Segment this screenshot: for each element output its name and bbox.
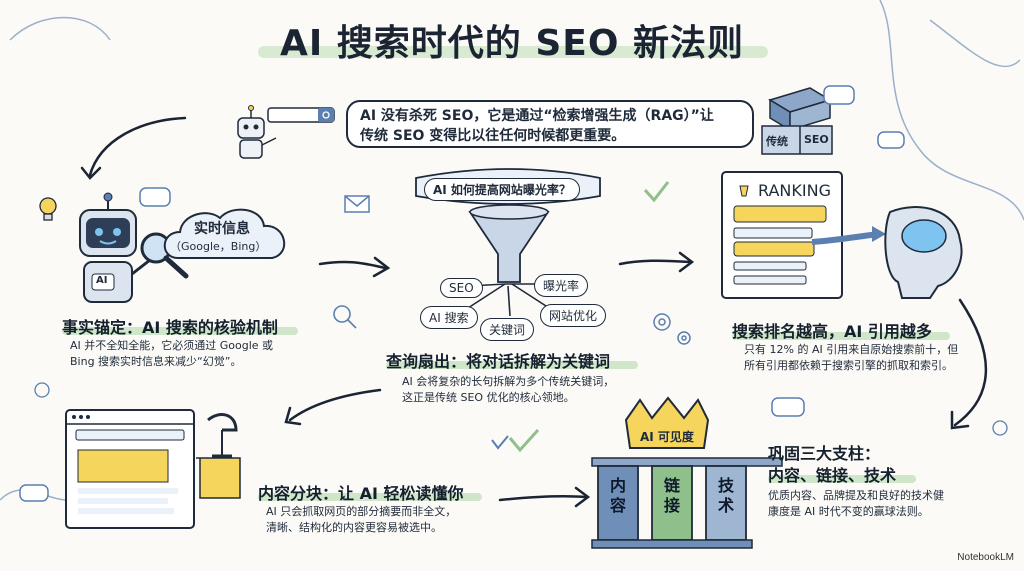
sec4-body-2: 清晰、结构化的内容更容易被选中。 xyxy=(266,521,442,534)
sec1-cloud-shape xyxy=(163,208,286,259)
kw-seo: SEO xyxy=(440,278,483,298)
pillar-tech: 技术 xyxy=(718,476,735,515)
sec1-body-2: Bing 搜索实时信息来减少“幻觉”。 xyxy=(70,355,242,368)
gear-icons xyxy=(653,313,691,345)
sec1-heading: 事实锚定：AI 搜索的核验机制 xyxy=(62,318,278,337)
sec1-heading-highlight xyxy=(62,327,298,335)
chat-bubble-icons xyxy=(19,85,905,502)
cloud-title: 实时信息 xyxy=(194,221,250,237)
arrow-intro-to-sec1 xyxy=(88,116,187,177)
kw-exposure: 曝光率 xyxy=(534,274,589,297)
sec4-heading-highlight xyxy=(258,493,482,501)
ranking-label: RANKING xyxy=(758,181,831,200)
sec3-heading: 搜索排名越高，AI 引用越多 xyxy=(732,322,932,341)
intro-line-2: 传统 SEO 变得比以往任何时候都更重要。 xyxy=(360,128,626,144)
corner-swirl-tl xyxy=(9,16,111,41)
cloud-subtitle: （Google，Bing） xyxy=(170,240,267,253)
sec3-heading-highlight xyxy=(732,332,950,340)
sec5-body-1: 优质内容、品牌提及和良好的技术健 xyxy=(768,489,944,502)
sec3-ranking-illustration xyxy=(721,171,963,299)
envelope-icon xyxy=(344,195,370,213)
arrow-sec2-to-sec3 xyxy=(618,259,692,266)
sec5-body-2: 康度是 AI 时代不变的赢球法则。 xyxy=(768,505,929,518)
arrow-sec3-to-sec5 xyxy=(953,298,988,427)
sec1-body-1: AI 并不全知全能，它必须通过 Google 或 xyxy=(70,339,274,352)
pillar-content: 内容 xyxy=(610,476,627,515)
corner-swirl-tr xyxy=(929,19,1021,68)
intro-callout: AI 没有杀死 SEO，它是通过“检索增强生成（RAG）”让 传统 SEO 变得… xyxy=(346,100,754,148)
sec5-pillars-illustration xyxy=(591,396,783,549)
page-title: AI 搜索时代的 SEO 新法则 xyxy=(280,23,744,64)
robot-badge: AI xyxy=(96,275,108,286)
arrow-sec2-to-sec4 xyxy=(288,388,382,422)
seo-label: SEO xyxy=(804,133,829,146)
lightbulb-icons xyxy=(34,197,1008,436)
pillar-links: 链接 xyxy=(664,476,681,515)
kw-site-optimization: 网站优化 xyxy=(540,304,607,327)
check-icon-top xyxy=(643,181,670,203)
swirl-right xyxy=(879,0,1024,221)
arrow-sec4-to-sec5 xyxy=(498,494,587,502)
sec5-heading-1: 巩固三大支柱： xyxy=(768,444,881,463)
top-robot-icon xyxy=(237,105,335,159)
kw-ai-search: AI 搜索 xyxy=(420,306,478,329)
check-icon-bottom xyxy=(508,428,540,453)
crown-label: AI 可见度 xyxy=(640,430,694,444)
sec3-body-2: 所有引用都依赖于搜索引擎的抓取和索引。 xyxy=(744,359,953,372)
sec3-body-1: 只有 12% 的 AI 引用来自原始搜索前十，但 xyxy=(744,343,959,356)
sec2-heading: 查询扇出：将对话拆解为关键词 xyxy=(386,352,611,371)
arrow-sec1-to-sec2 xyxy=(318,260,387,270)
traditional-label: 传统 xyxy=(766,135,788,148)
intro-line-1: AI 没有杀死 SEO，它是通过“检索增强生成（RAG）”让 xyxy=(360,108,714,124)
sec5-heading-2: 内容、链接、技术 xyxy=(768,466,897,485)
title-highlight xyxy=(258,46,768,58)
sec4-browser-illustration xyxy=(65,409,241,529)
sec1-robot-illustration xyxy=(79,192,189,303)
sec5-heading-highlight xyxy=(768,475,916,483)
brand-label: NotebookLM xyxy=(957,552,1014,563)
sec2-body-1: AI 会将复杂的长句拆解为多个传统关键词， xyxy=(402,375,615,388)
sec4-body-1: AI 只会抓取网页的部分摘要而非全文， xyxy=(266,505,457,518)
sec2-body-2: 这正是传统 SEO 优化的核心领地。 xyxy=(402,391,575,404)
kw-keywords: 关键词 xyxy=(480,318,535,341)
sec2-question: AI 如何提高网站曝光率？ xyxy=(424,178,580,201)
sec4-heading: 内容分块：让 AI 轻松读懂你 xyxy=(258,484,464,503)
magnifier-doodle-icon xyxy=(333,305,357,329)
sec2-heading-highlight xyxy=(386,361,638,369)
